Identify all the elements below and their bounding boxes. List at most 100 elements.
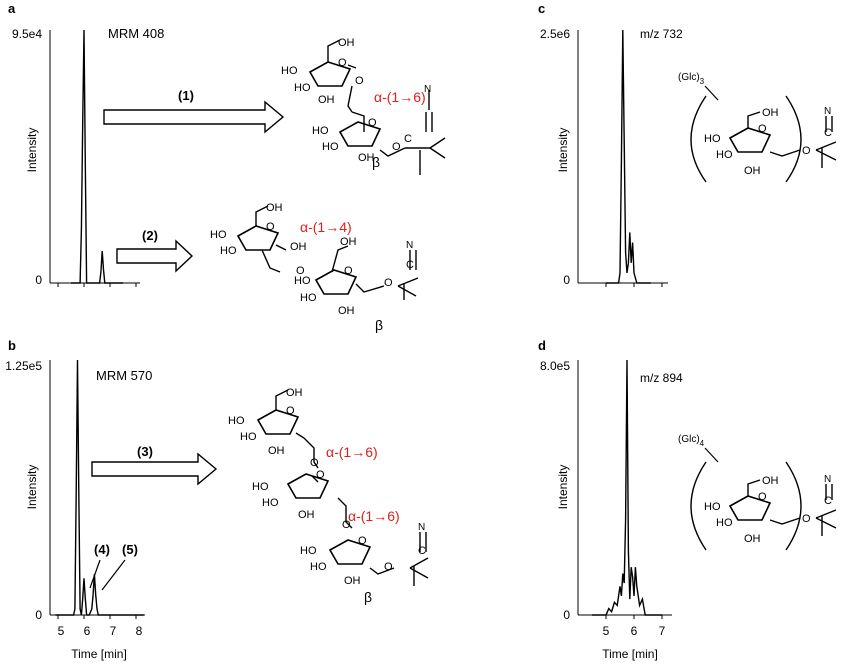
svg-text:HO: HO	[300, 545, 317, 557]
svg-text:(Glc)4: (Glc)4	[678, 434, 705, 448]
svg-text:N: N	[824, 106, 831, 117]
trace-annotation: MRM 570	[96, 368, 152, 383]
svg-text:HO: HO	[312, 125, 329, 137]
glucose-ring	[237, 220, 279, 251]
y-max-label: 9.5e4	[12, 27, 42, 41]
linkage-label: α-(1→6)	[374, 89, 426, 105]
panel-a: a 9.5e4 0 Intensity MRM 408 (1) (2) OH H…	[8, 1, 446, 333]
svg-text:OH: OH	[744, 533, 761, 545]
svg-text:HO: HO	[281, 65, 298, 77]
svg-text:HO: HO	[300, 292, 317, 304]
callout-leader	[101, 559, 126, 591]
svg-text:C: C	[406, 259, 414, 271]
trace-annotation: m/z 732	[640, 27, 683, 41]
svg-text:O: O	[384, 277, 393, 289]
svg-text:N: N	[418, 522, 425, 533]
svg-text:O: O	[392, 141, 401, 153]
svg-text:N: N	[424, 84, 431, 95]
svg-text:HO: HO	[310, 561, 327, 573]
svg-text:HO: HO	[294, 82, 311, 94]
svg-text:HO: HO	[322, 141, 339, 153]
glucose-ring	[339, 116, 381, 147]
glucose-ring	[309, 56, 351, 87]
svg-text:HO: HO	[716, 149, 733, 161]
svg-text:OH: OH	[298, 509, 315, 521]
svg-text:O: O	[802, 513, 811, 525]
svg-text:HO: HO	[228, 415, 245, 427]
y-zero-label: 0	[563, 273, 570, 287]
svg-text:(Glc)3: (Glc)3	[678, 72, 705, 86]
svg-text:O: O	[296, 265, 305, 277]
panel-c: c 2.5e6 0 Intensity m/z 732 (Glc)3 OH HO…	[538, 1, 837, 287]
svg-text:HO: HO	[704, 133, 721, 145]
svg-text:β: β	[372, 154, 380, 170]
tick-label: 7	[110, 624, 117, 638]
svg-text:HO: HO	[262, 497, 279, 509]
svg-text:OH: OH	[268, 445, 285, 457]
svg-text:OH: OH	[340, 236, 357, 248]
svg-text:O: O	[342, 519, 351, 531]
linkage-label: α-(1→4)	[300, 219, 352, 235]
x-axis-label: Time [min]	[602, 647, 658, 661]
arrow-1	[103, 100, 285, 134]
bracket-open	[690, 95, 707, 183]
svg-text:HO: HO	[704, 501, 721, 513]
y-max-label: 8.0e5	[540, 359, 570, 373]
structure-2: OH HO HO OH O OH HO HO OH O C N β	[210, 202, 419, 333]
svg-text:OH: OH	[338, 305, 355, 317]
chromatogram-trace	[55, 359, 144, 616]
chromatogram-trace	[592, 359, 662, 616]
structure-1: OH HO HO OH O HO HO OH O C N β	[281, 37, 446, 175]
panel-letter: d	[538, 338, 546, 353]
trace-annotation: m/z 894	[640, 371, 683, 385]
svg-text:OH: OH	[762, 107, 779, 119]
bracket-close	[785, 95, 802, 183]
chromatogram-trace	[71, 29, 123, 284]
panel-b: b 1.25e5 0 Intensity 5 6 7 8 Time [min] …	[5, 338, 429, 661]
y-zero-label: 0	[35, 608, 42, 622]
svg-text:N: N	[824, 474, 831, 485]
tick-label: 5	[58, 624, 65, 638]
svg-text:β: β	[375, 317, 383, 333]
structure-d: (Glc)4 OH HO HO OH O C N	[678, 434, 837, 551]
svg-text:OH: OH	[318, 94, 335, 106]
y-axis-label: Intensity	[25, 128, 39, 173]
y-max-label: 1.25e5	[5, 359, 42, 373]
svg-text:O: O	[384, 561, 393, 573]
svg-text:OH: OH	[338, 37, 355, 49]
tick-label: 8	[136, 624, 143, 638]
panel-letter: a	[8, 1, 16, 16]
structure-c: (Glc)3 OH HO HO OH O C N	[678, 72, 837, 183]
bracket-close	[785, 461, 802, 551]
svg-text:C: C	[418, 545, 426, 557]
svg-text:C: C	[824, 127, 832, 139]
panel-d: d 8.0e5 0 Intensity 5 6 7 Time [min] m/z…	[538, 338, 837, 661]
chromatogram-trace	[606, 29, 651, 284]
svg-text:OH: OH	[286, 387, 303, 399]
svg-text:OH: OH	[344, 575, 361, 587]
svg-text:O: O	[310, 457, 319, 469]
tick-label: 6	[84, 624, 91, 638]
svg-text:OH: OH	[290, 241, 307, 253]
glucose-ring	[729, 122, 771, 153]
y-axis-label: Intensity	[556, 128, 570, 173]
callout-2: (2)	[142, 228, 158, 243]
svg-text:HO: HO	[294, 275, 311, 287]
y-axis-label: Intensity	[25, 465, 39, 510]
arrow-2	[116, 239, 194, 273]
glucose-ring	[329, 534, 371, 565]
svg-text:OH: OH	[266, 202, 283, 214]
tick-label: 5	[603, 624, 610, 638]
svg-text:N: N	[406, 240, 413, 251]
svg-text:β: β	[364, 589, 372, 605]
svg-text:O: O	[355, 75, 364, 87]
svg-text:OH: OH	[358, 152, 375, 164]
svg-text:O: O	[802, 145, 811, 157]
y-zero-label: 0	[563, 608, 570, 622]
linkage-label: α-(1→6)	[326, 444, 378, 460]
callout-leader	[89, 559, 101, 589]
panel-letter: c	[538, 1, 545, 16]
svg-text:HO: HO	[252, 481, 269, 493]
callout-1: (1)	[178, 88, 194, 103]
